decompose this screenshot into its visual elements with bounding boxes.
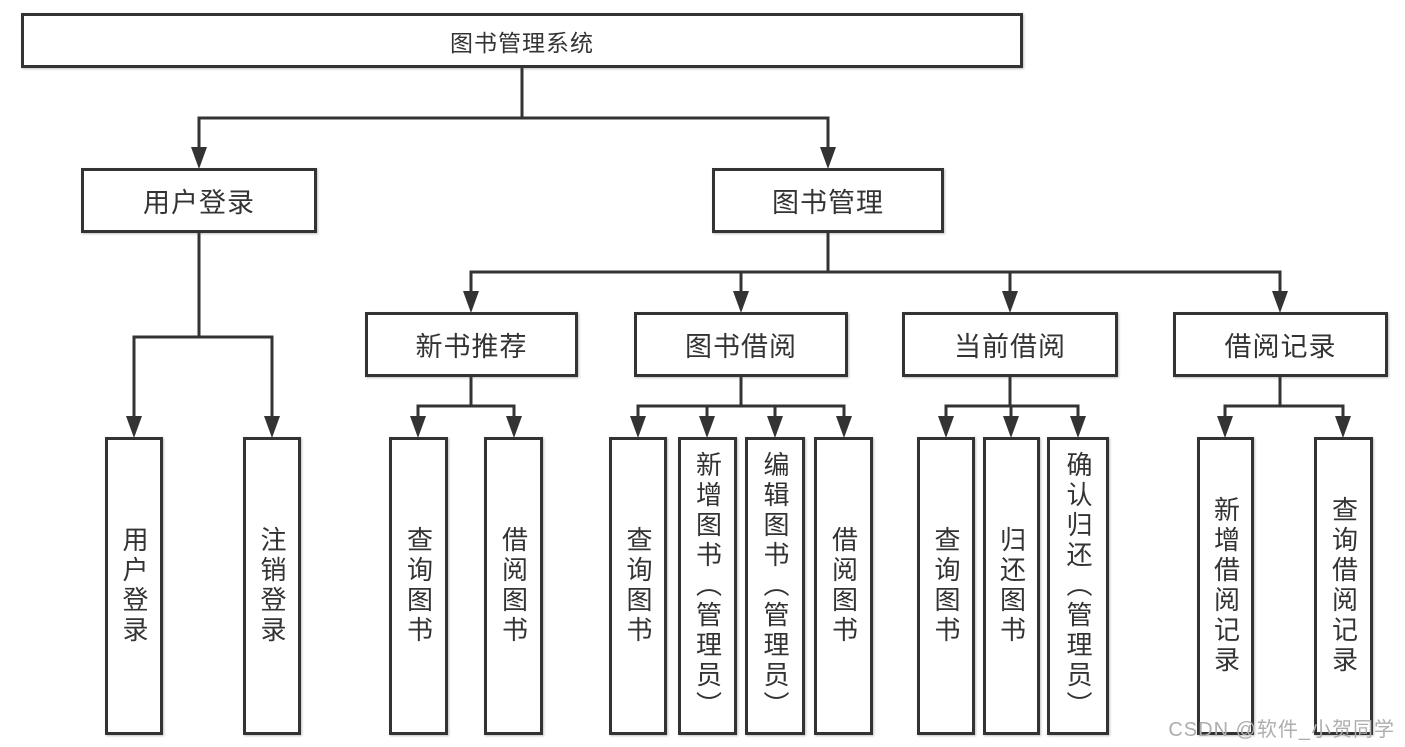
node-root-system: 图书管理系统 <box>21 13 1023 68</box>
node-book-management-label: 图书管理 <box>772 188 884 218</box>
node-current-borrow: 当前借阅 <box>902 312 1118 377</box>
csdn-watermark: CSDN @软件_小贺同学 <box>1168 719 1395 741</box>
leaf-recommend-query-books: 查询图书 <box>389 437 448 735</box>
node-user-login: 用户登录 <box>81 168 317 233</box>
leaf-records-query-record: 查询借阅记录 <box>1314 437 1373 735</box>
leaf-current-query-books: 查询图书 <box>917 437 975 735</box>
node-book-management: 图书管理 <box>712 168 944 233</box>
leaf-recommend-borrow-books: 借阅图书 <box>484 437 543 735</box>
leaf-recommend-query-books-label: 查询图书 <box>403 526 434 646</box>
leaf-borrow-borrow-books-label: 借阅图书 <box>828 526 859 646</box>
node-book-borrow-label: 图书借阅 <box>685 332 797 362</box>
node-borrow-records: 借阅记录 <box>1173 312 1388 377</box>
leaf-borrow-query-books: 查询图书 <box>609 437 667 735</box>
node-root-system-label: 图书管理系统 <box>450 29 594 56</box>
node-new-book-recommend: 新书推荐 <box>365 312 578 377</box>
connector-recommend-to-leaves <box>410 375 522 438</box>
leaf-current-return-books-label: 归还图书 <box>996 526 1027 646</box>
leaf-current-query-books-label: 查询图书 <box>931 526 961 646</box>
connector-root-to-level2 <box>191 66 836 169</box>
node-borrow-records-label: 借阅记录 <box>1224 332 1337 362</box>
connector-records-to-leaves <box>1217 375 1351 438</box>
leaf-borrow-add-books-admin-label: 新增图书（管理员） <box>692 451 723 721</box>
leaf-borrow-add-books-admin: 新增图书（管理员） <box>678 437 737 735</box>
connector-current-to-leaves <box>938 375 1086 438</box>
connector-userlogin-to-leaves <box>126 231 280 438</box>
node-new-book-recommend-label: 新书推荐 <box>415 332 528 362</box>
leaf-borrow-borrow-books: 借阅图书 <box>814 437 873 735</box>
leaf-current-confirm-return-admin: 确认归还（管理员） <box>1047 437 1109 735</box>
leaf-user-login-label: 用户登录 <box>119 526 149 646</box>
connector-bookmgmt-to-level3 <box>463 231 1288 313</box>
leaf-borrow-edit-books-admin-label: 编辑图书（管理员） <box>760 451 790 721</box>
leaf-logout: 注销登录 <box>243 437 301 735</box>
connector-borrow-to-leaves <box>630 375 852 438</box>
leaf-records-add-record-label: 新增借阅记录 <box>1210 496 1241 676</box>
leaf-current-confirm-return-admin-label: 确认归还（管理员） <box>1063 451 1093 721</box>
leaf-borrow-query-books-label: 查询图书 <box>623 526 653 646</box>
leaf-records-query-record-label: 查询借阅记录 <box>1328 496 1359 676</box>
leaf-user-login: 用户登录 <box>105 437 163 735</box>
leaf-borrow-edit-books-admin: 编辑图书（管理员） <box>745 437 805 735</box>
leaf-current-return-books: 归还图书 <box>983 437 1040 735</box>
leaf-recommend-borrow-books-label: 借阅图书 <box>498 526 529 646</box>
leaf-records-add-record: 新增借阅记录 <box>1197 437 1254 735</box>
node-user-login-label: 用户登录 <box>143 188 255 218</box>
node-book-borrow: 图书借阅 <box>634 312 848 377</box>
node-current-borrow-label: 当前借阅 <box>954 332 1066 362</box>
leaf-logout-label: 注销登录 <box>257 526 287 646</box>
